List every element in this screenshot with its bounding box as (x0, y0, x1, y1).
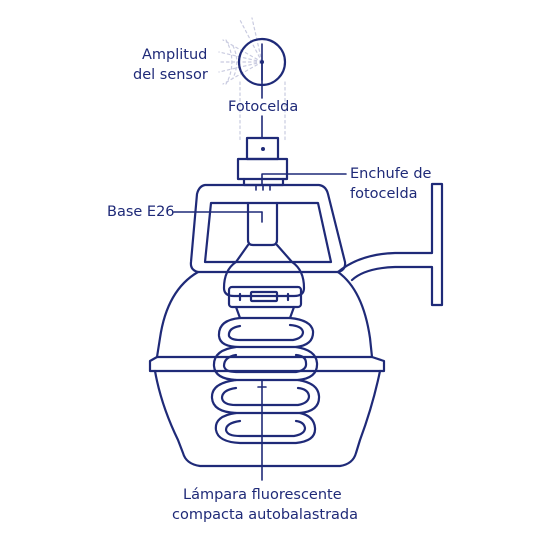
label-sensor-range-line2: del sensor (133, 67, 208, 83)
spiral-tube (210, 316, 321, 445)
label-lamp-line1: Lámpara fluorescente (183, 487, 342, 503)
lamp-base (222, 243, 306, 320)
label-photocell: Fotocelda (228, 99, 299, 115)
leader-lines (173, 43, 347, 481)
label-photocell-socket-line2: fotocelda (350, 186, 418, 202)
wall-bracket (336, 182, 444, 307)
label-sensor-range-line1: Amplitud (142, 47, 208, 63)
housing (189, 183, 347, 274)
label-base: Base E26 (107, 204, 175, 220)
sensor-range-fan (217, 17, 286, 141)
label-photocell-socket-line1: Enchufe de (350, 166, 432, 182)
label-lamp-line2: compacta autobalastrada (172, 507, 359, 523)
